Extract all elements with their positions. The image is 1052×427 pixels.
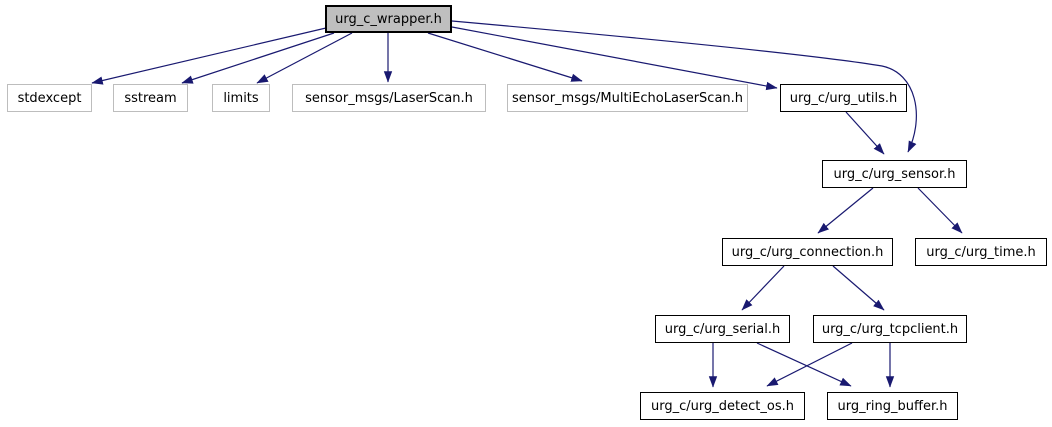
node-urg-detect-os[interactable]: urg_c/urg_detect_os.h: [640, 392, 805, 420]
edge-sensor-connection: [817, 187, 874, 234]
edge-wrapper-multiecho: [427, 32, 583, 82]
node-urg-tcpclient[interactable]: urg_c/urg_tcpclient.h: [813, 315, 967, 343]
node-multiecho: sensor_msgs/MultiEchoLaserScan.h: [507, 84, 748, 112]
node-stdexcept: stdexcept: [7, 84, 92, 112]
node-urg-ring-buffer[interactable]: urg_ring_buffer.h: [827, 392, 958, 420]
node-urg-serial[interactable]: urg_c/urg_serial.h: [655, 315, 790, 343]
edge-connection-serial: [741, 265, 785, 311]
node-urg-utils[interactable]: urg_c/urg_utils.h: [780, 84, 907, 112]
node-urg-connection[interactable]: urg_c/urg_connection.h: [722, 238, 893, 266]
node-laserscan: sensor_msgs/LaserScan.h: [292, 84, 486, 112]
node-urg-c-wrapper: urg_c_wrapper.h: [325, 5, 452, 33]
edge-wrapper-sensor: [451, 20, 917, 153]
node-limits: limits: [212, 84, 270, 112]
node-urg-sensor[interactable]: urg_c/urg_sensor.h: [822, 160, 967, 188]
edge-wrapper-sstream: [181, 32, 335, 84]
edge-sensor-time: [917, 187, 963, 234]
node-urg-time[interactable]: urg_c/urg_time.h: [915, 238, 1047, 266]
edge-connection-tcpclient: [832, 265, 885, 311]
edge-wrapper-utils: [451, 26, 778, 91]
edge-wrapper-stdexcept: [91, 27, 327, 85]
edge-serial-ring-buffer: [756, 342, 852, 387]
edge-tcpclient-detect-os: [766, 342, 853, 387]
node-sstream: sstream: [113, 84, 188, 112]
edge-wrapper-limits: [256, 32, 353, 84]
edge-utils-sensor: [845, 111, 885, 155]
